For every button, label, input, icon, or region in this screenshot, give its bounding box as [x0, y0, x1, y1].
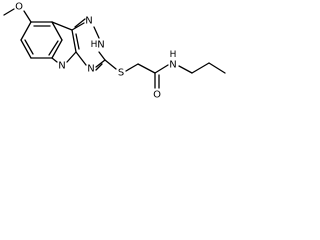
atom-amide-nitrogen: N: [169, 60, 176, 71]
bond-triazine-double-a: [74, 18, 86, 28]
bonds: [3, 8, 226, 89]
bond-methylene-carbonyl: [137, 63, 156, 74]
atom-methoxy-oxygen: O: [15, 2, 23, 13]
atom-indole-nitrogen: N: [58, 61, 65, 72]
bond-oxygen-aryl: [23, 10, 32, 23]
bond-triazine-3: [98, 51, 106, 61]
bond-benzene-5: [20, 39, 32, 59]
bond-sulfur-methylene: [125, 63, 139, 72]
bond-pyrrole-4: [51, 57, 58, 63]
atom-triazine-nitrogen-nh: N: [97, 40, 104, 51]
bond-benzene-double-c: [24, 39, 34, 55]
bond-triazine-2: [93, 26, 100, 39]
bond-methyl-oxygen: [3, 8, 15, 16]
atom-labels: O N H N N N S O H N: [15, 2, 177, 101]
bond-benzene-2: [51, 21, 63, 41]
bond-propyl-1: [191, 62, 210, 74]
bond-triazine-double-b: [95, 63, 103, 71]
bond-triazine-1: [71, 22, 85, 31]
atom-amide-hydrogen: H: [170, 50, 177, 60]
bond-nitrogen-propyl: [178, 65, 193, 74]
atom-thioether-sulfur: S: [118, 68, 124, 79]
bond-ring-sulfur: [104, 59, 117, 70]
bond-benzene-3: [51, 39, 63, 59]
bond-pyrrole-2: [71, 29, 77, 53]
bond-benzene-double-b: [48, 40, 59, 56]
atom-triazine-nitrogen-top: N: [85, 16, 92, 27]
bond-carbonyl-nitrogen: [154, 64, 169, 74]
bond-propyl-2: [208, 62, 226, 74]
bond-triazine-4: [95, 59, 106, 68]
bond-triazine-5: [75, 51, 87, 66]
atom-carbonyl-oxygen: O: [153, 90, 161, 101]
bond-pyrrole-1: [51, 21, 73, 31]
bond-pyrrole-double: [75, 33, 80, 50]
bond-benzene-6: [20, 21, 32, 41]
atom-triazine-nitrogen-bottom: N: [87, 64, 94, 75]
chemical-structure-diagram: O N H N N N S O H N: [3, 2, 226, 101]
atom-triazine-hydrogen: H: [91, 40, 98, 50]
bond-pyrrole-3: [66, 51, 77, 63]
